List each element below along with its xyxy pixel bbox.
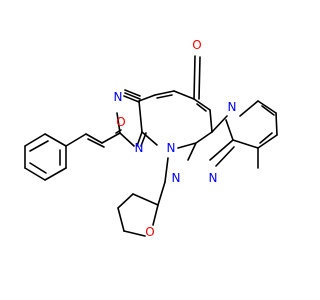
bond-28 — [215, 146, 235, 167]
bond-47 — [164, 157, 169, 183]
bond-51 — [117, 207, 125, 232]
bond-18 — [257, 100, 277, 114]
bond-8 — [195, 131, 213, 144]
molecule-structure-diagram: N O O N N N N N O — [24, 38, 278, 239]
bond-33 — [115, 129, 122, 134]
bond-35 — [85, 133, 103, 144]
bond-9 — [177, 142, 197, 149]
bond-14 — [193, 55, 196, 100]
bond-15 — [198, 56, 201, 100]
bonds-layer — [24, 55, 278, 237]
bond-22 — [225, 119, 234, 141]
bond-50 — [123, 230, 146, 237]
bond-16 — [211, 115, 228, 133]
bond-26 — [187, 142, 197, 161]
bond-11 — [138, 100, 143, 133]
bond-27 — [209, 139, 234, 161]
bond-52 — [117, 193, 134, 209]
bond-36 — [87, 138, 105, 148]
bond-2 — [124, 89, 141, 97]
bond-13 — [196, 103, 207, 112]
bond-23 — [261, 105, 275, 116]
atom-n-pyridone: N — [167, 141, 176, 155]
bond-29 — [136, 131, 143, 147]
bond-48 — [157, 181, 166, 206]
bond-0 — [123, 95, 140, 103]
atom-n-ring-1: N — [172, 171, 181, 185]
atom-n-ring-2: N — [209, 171, 218, 185]
bond-7 — [209, 109, 213, 133]
bond-32 — [116, 112, 121, 134]
bond-42 — [44, 167, 67, 181]
bond-1 — [124, 92, 141, 100]
bond-39 — [24, 133, 46, 147]
bond-19 — [275, 112, 278, 136]
atom-o-amide: O — [116, 115, 125, 129]
bond-30 — [140, 132, 147, 147]
bond-17 — [239, 100, 259, 117]
bond-10 — [141, 131, 158, 146]
bond-4 — [154, 90, 175, 96]
bond-38 — [44, 133, 67, 147]
bond-49 — [152, 204, 159, 226]
bond-12 — [156, 94, 173, 99]
atom-n-cyano: N — [114, 90, 123, 104]
bond-44 — [29, 140, 49, 152]
atom-o-carbonyl-top: O — [192, 38, 201, 52]
bond-45 — [29, 162, 47, 174]
bond-5 — [173, 90, 195, 100]
bond-31 — [119, 132, 135, 147]
atom-labels-layer: N O O N N N N N O — [114, 38, 237, 239]
bond-34 — [101, 132, 121, 144]
bond-6 — [193, 98, 211, 111]
bond-3 — [138, 94, 156, 102]
atom-n-bridgehead: N — [228, 100, 237, 114]
atom-o-thf: O — [145, 225, 154, 239]
bond-24 — [259, 132, 273, 144]
atom-n-imine: N — [135, 141, 144, 155]
bond-53 — [132, 193, 159, 206]
bond-21 — [232, 139, 259, 149]
bond-20 — [257, 134, 278, 149]
bond-37 — [65, 133, 87, 147]
bond-41 — [24, 167, 46, 181]
